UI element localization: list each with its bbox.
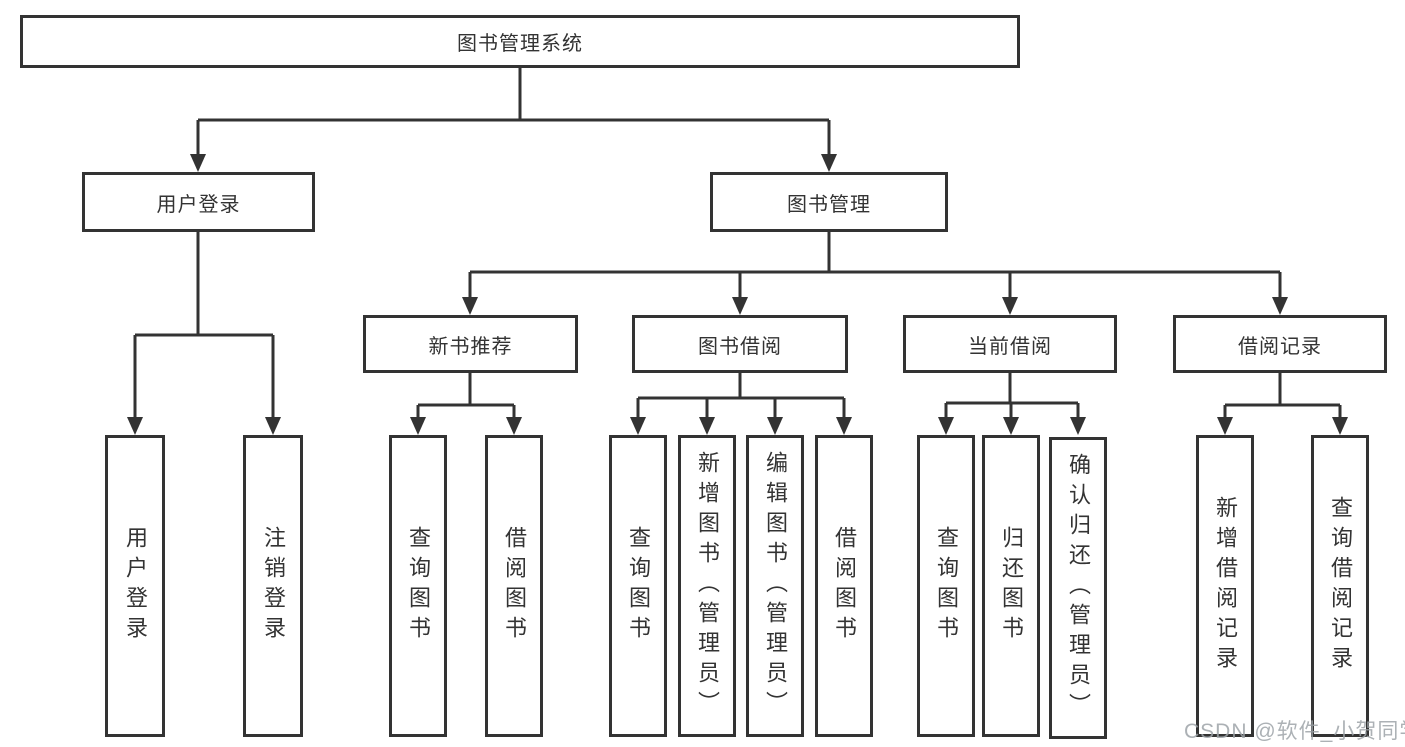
leaf-label: 新增借阅记录: [1213, 496, 1238, 676]
leaf-query-books-current: 查询图书: [917, 435, 975, 737]
leaf-label: 注销登录: [261, 526, 286, 646]
leaf-label: 借阅图书: [832, 526, 857, 646]
leaf-label: 用户登录: [123, 526, 148, 646]
leaf-borrow-books: 借阅图书: [815, 435, 873, 737]
node-label: 新书推荐: [428, 335, 513, 358]
node-borrowing-records: 借阅记录: [1173, 315, 1387, 373]
leaf-label: 确认归还（管理员）: [1066, 453, 1091, 723]
node-label: 图书借阅: [698, 335, 782, 358]
node-label: 当前借阅: [968, 335, 1052, 358]
leaf-label: 归还图书: [999, 526, 1024, 646]
leaf-label: 查询图书: [406, 526, 431, 646]
leaf-confirm-return-admin: 确认归还（管理员）: [1049, 437, 1107, 739]
node-book-management: 图书管理: [710, 172, 948, 232]
node-label: 图书管理: [787, 193, 871, 216]
node-label: 借阅记录: [1238, 335, 1322, 358]
leaf-label: 编辑图书（管理员）: [763, 451, 788, 721]
node-book-borrowing: 图书借阅: [632, 315, 848, 373]
watermark: CSDN @软件_小贺同学: [1184, 720, 1405, 743]
node-library-system: 图书管理系统: [20, 15, 1020, 68]
node-label: 图书管理系统: [457, 33, 583, 55]
leaf-edit-books-admin: 编辑图书（管理员）: [746, 435, 804, 737]
node-new-book-recommendation: 新书推荐: [363, 315, 578, 373]
leaf-user-login: 用户登录: [105, 435, 165, 737]
leaf-label: 新增图书（管理员）: [695, 451, 720, 721]
leaf-query-borrow-record: 查询借阅记录: [1311, 435, 1369, 737]
leaf-query-books-borrow: 查询图书: [609, 435, 667, 737]
leaf-label: 查询图书: [934, 526, 959, 646]
node-label: 用户登录: [156, 193, 241, 216]
leaf-add-borrow-record: 新增借阅记录: [1196, 435, 1254, 737]
leaf-borrow-books-recommend: 借阅图书: [485, 435, 543, 737]
leaf-query-books-recommend: 查询图书: [389, 435, 447, 737]
leaf-return-books: 归还图书: [982, 435, 1040, 737]
leaf-label: 查询图书: [626, 526, 651, 646]
leaf-label: 借阅图书: [502, 526, 527, 646]
node-user-login: 用户登录: [82, 172, 315, 232]
node-current-borrowing: 当前借阅: [903, 315, 1117, 373]
leaf-label: 查询借阅记录: [1328, 496, 1353, 676]
leaf-add-books-admin: 新增图书（管理员）: [678, 435, 736, 737]
leaf-logout: 注销登录: [243, 435, 303, 737]
